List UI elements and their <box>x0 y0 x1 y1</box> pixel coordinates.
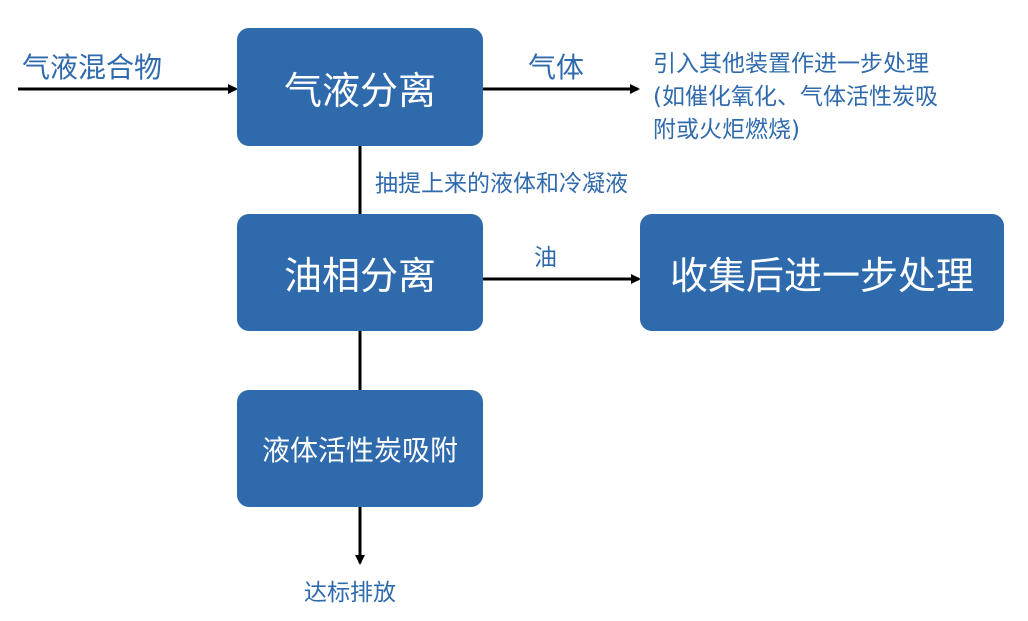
oil-label: 油 <box>534 245 557 271</box>
liquid-label: 抽提上来的液体和冷凝液 <box>375 171 628 197</box>
output-label: 达标排放 <box>304 580 396 606</box>
liquid-adsorption-box: 液体活性炭吸附 <box>237 390 483 507</box>
gas-liquid-separation-box: 气液分离 <box>237 28 483 146</box>
collect-box: 收集后进一步处理 <box>640 214 1004 331</box>
gas-destination-text: 引入其他装置作进一步处理 (如催化氧化、气体活性炭吸 附或火炬燃烧) <box>653 48 938 147</box>
gas-label: 气体 <box>528 51 585 84</box>
gas-destination-line-2: (如催化氧化、气体活性炭吸 <box>653 84 938 110</box>
gas-destination-line-1: 引入其他装置作进一步处理 <box>653 51 929 77</box>
gas-destination-line-3: 附或火炬燃烧) <box>653 117 800 143</box>
oil-separation-box: 油相分离 <box>237 214 483 331</box>
input-label: 气液混合物 <box>22 51 163 84</box>
